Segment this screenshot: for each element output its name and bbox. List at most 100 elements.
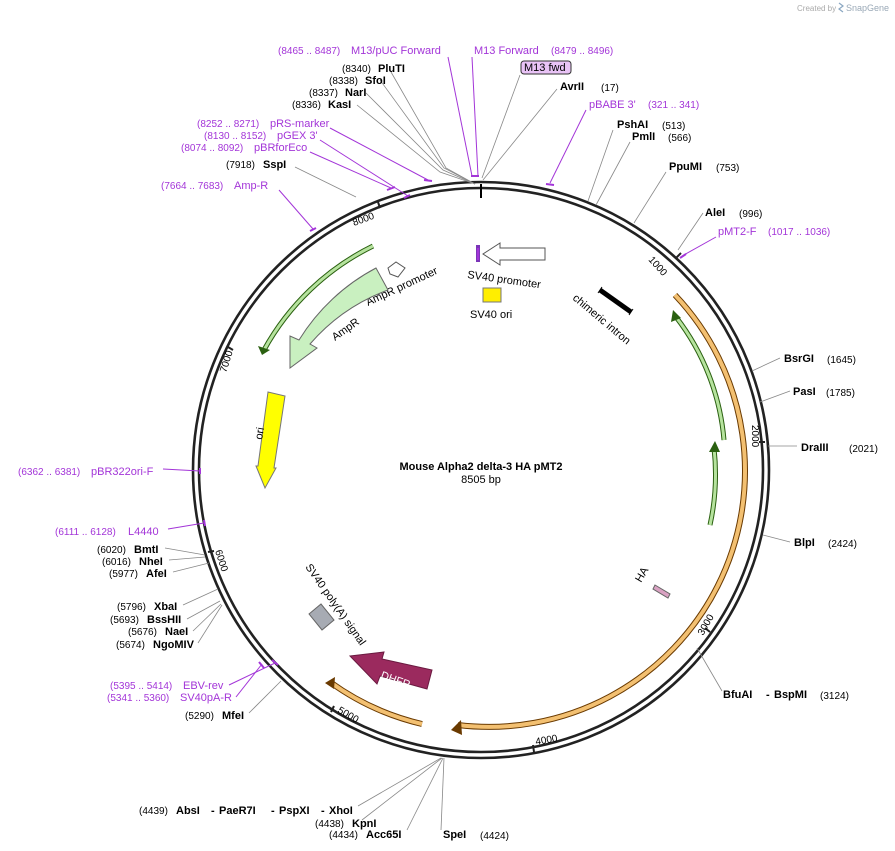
site-PaeR7I[interactable]: PaeR7I <box>219 805 256 817</box>
primer-pbrforeco[interactable]: pBRforEco <box>254 142 307 154</box>
site-BspMI[interactable]: BspMI <box>774 689 807 701</box>
dhfr-arrow-icon <box>348 651 433 690</box>
primer-m13fwd[interactable]: M13 Forward <box>474 45 539 57</box>
site-KasI[interactable]: KasI <box>328 99 351 111</box>
tick-mark-8000 <box>377 201 381 209</box>
intron-gene-arrowhead-icon <box>671 310 681 322</box>
site-SpeI[interactable]: SpeI <box>443 829 466 841</box>
orf2-arc <box>328 680 423 726</box>
site-pos-AfeI: (5977) <box>109 569 138 580</box>
chimeric-intron-cap-right <box>628 308 634 316</box>
site-pos-SspI: (7918) <box>226 160 255 171</box>
leader-AleI <box>677 212 704 251</box>
leader-SpeI <box>440 757 445 831</box>
primer-line-pbrforeco <box>309 151 392 189</box>
chimeric-intron-cap-left <box>597 286 603 294</box>
m13-fwd-box <box>520 60 572 75</box>
tick-label-4000: 4000 <box>535 733 559 748</box>
site-NarI[interactable]: NarI <box>345 87 366 99</box>
site-BsrGI[interactable]: BsrGI <box>784 353 814 365</box>
tick-label-7000: 7000 <box>218 349 235 374</box>
tick-mark-7000 <box>227 346 234 351</box>
site-pos-NheI: (6016) <box>102 557 131 568</box>
site-pos-DraIII: (2021) <box>849 444 878 455</box>
amp-green-arc <box>262 244 374 351</box>
site-AleI[interactable]: AleI <box>705 207 725 219</box>
site-SfoI[interactable]: SfoI <box>365 75 386 87</box>
tick-mark-3000 <box>704 627 711 633</box>
leader-BlpI <box>762 534 791 543</box>
site-AvrII[interactable]: AvrII <box>560 81 584 93</box>
site-AfeI[interactable]: AfeI <box>146 568 167 580</box>
site-pos-SfoI: (8338) <box>329 76 358 87</box>
site-pos-MfeI: (5290) <box>185 711 214 722</box>
site-PluTI[interactable]: PluTI <box>378 63 405 75</box>
site-KpnI[interactable]: KpnI <box>352 818 376 830</box>
site-pos-NgoMIV: (5674) <box>116 640 145 651</box>
backbone-outer <box>191 180 771 760</box>
feature-chimeric-intron: chimeric intron <box>570 292 633 347</box>
primer-pos-pbrforeco: (8074 .. 8092) <box>181 143 243 154</box>
site-pos-PluTI: (8340) <box>342 64 371 75</box>
leader-SfoI <box>379 79 476 185</box>
site-pos-NaeI: (5676) <box>128 627 157 638</box>
primer-line-sv40pa <box>235 663 263 698</box>
leader-SspI <box>294 166 357 198</box>
leader-BssHII <box>186 600 221 620</box>
site-pos-BmtI: (6020) <box>97 545 126 556</box>
primer-leader-lines <box>162 56 717 698</box>
site-SspI[interactable]: SspI <box>263 159 286 171</box>
site-XbaI[interactable]: XbaI <box>154 601 177 613</box>
site-DraIII[interactable]: DraIII <box>801 442 829 454</box>
feature-ha: HA <box>633 565 651 585</box>
ampr-promoter-arrow-icon <box>387 261 406 278</box>
primer-pos-pmt2: (1017 .. 1036) <box>768 227 830 238</box>
site-AbsI[interactable]: AbsI <box>176 805 200 817</box>
primer-sv40pa[interactable]: SV40pA-R <box>180 692 232 704</box>
site-NgoMIV[interactable]: NgoMIV <box>153 639 195 651</box>
site-PmlI[interactable]: PmlI <box>632 131 655 143</box>
site-BlpI[interactable]: BlpI <box>794 537 815 549</box>
leader-NheI <box>168 556 206 561</box>
sv40-polya-box <box>308 603 335 631</box>
primer-line-ebv <box>228 662 276 686</box>
site-sep-4: - <box>321 805 325 817</box>
primer-ampr[interactable]: Amp-R <box>234 180 268 192</box>
primer-bar-pbrforeco <box>386 186 396 191</box>
tick-label-8000: 8000 <box>351 211 376 229</box>
site-PpuMI[interactable]: PpuMI <box>669 161 702 173</box>
leader-XbaI <box>182 588 219 606</box>
site-pos-SpeI: (4424) <box>480 831 509 842</box>
site-NaeI[interactable]: NaeI <box>165 626 188 638</box>
site-PshAI[interactable]: PshAI <box>617 119 648 131</box>
primer-prs[interactable]: pRS-marker <box>270 118 330 130</box>
leader-PmlI <box>595 141 631 206</box>
primer-pos-ebv: (5395 .. 5414) <box>110 681 172 692</box>
primer-bar-prs <box>423 179 433 182</box>
primer-pos-pgex: (8130 .. 8152) <box>204 131 266 142</box>
site-BssHII[interactable]: BssHII <box>147 614 181 626</box>
site-PasI[interactable]: PasI <box>793 386 816 398</box>
primer-pgex[interactable]: pGEX 3' <box>277 130 318 142</box>
site-BfuAI[interactable]: BfuAI <box>723 689 752 701</box>
site-MfeI[interactable]: MfeI <box>222 710 244 722</box>
site-pos-PshAI: (513) <box>662 121 685 132</box>
site-XhoI[interactable]: XhoI <box>329 805 353 817</box>
site-BmtI[interactable]: BmtI <box>134 544 158 556</box>
site-NheI[interactable]: NheI <box>139 556 163 568</box>
leader-BsrGI <box>751 357 781 372</box>
site-pos-BlpI: (2424) <box>828 539 857 550</box>
primer-m13puc[interactable]: M13/pUC Forward <box>351 45 441 57</box>
leader-Acc65I <box>406 757 444 831</box>
site-Acc65I[interactable]: Acc65I <box>366 829 401 841</box>
small-gene-arc <box>708 447 717 526</box>
site-pos-BssHII: (5693) <box>110 615 139 626</box>
primer-l4440[interactable]: L4440 <box>128 526 159 538</box>
feature-m13-fwd: M13 fwd <box>524 62 566 74</box>
primer-ebv[interactable]: EBV-rev <box>183 680 224 692</box>
primer-pmt2[interactable]: pMT2-F <box>718 226 757 238</box>
primer-pbabe[interactable]: pBABE 3' <box>589 99 636 111</box>
primer-pbr322ori[interactable]: pBR322ori-F <box>91 466 154 478</box>
intron-gene-arc <box>674 316 726 441</box>
site-PspXI[interactable]: PspXI <box>279 805 310 817</box>
